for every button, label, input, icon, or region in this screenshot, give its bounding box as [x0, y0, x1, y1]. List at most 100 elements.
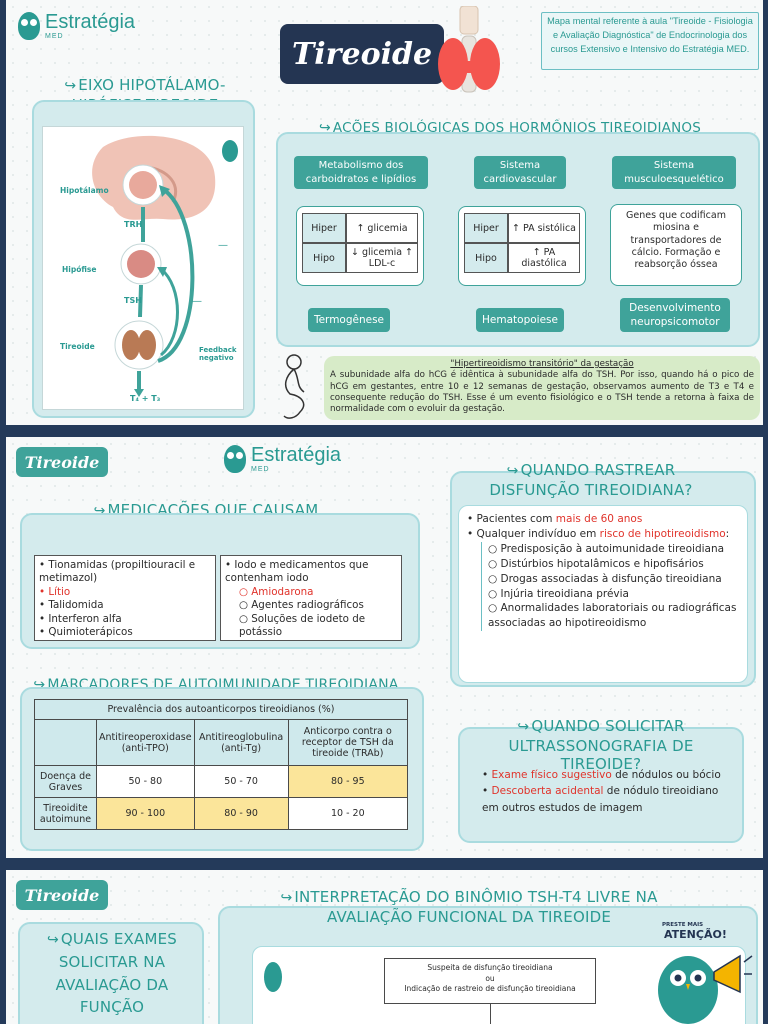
interpretation-title: ↪Interpretação do binômio TSH-T4 livre n… [280, 888, 658, 926]
hiper-value: ↑ glicemia [346, 213, 418, 243]
axis-diagram [42, 126, 244, 410]
med-item: Interferon alfa [39, 613, 211, 626]
table-header: Prevalência dos autoanticorpos tireoidia… [34, 699, 408, 720]
row-label-autoimmune: Tireoidite autoimune [34, 797, 97, 830]
hipo-value: ↑ PA diastólica [508, 243, 580, 273]
curved-arrow-icon: ↪ [517, 719, 530, 735]
owl-mascot-icon [264, 962, 282, 992]
cell-value: 80 - 95 [287, 765, 409, 798]
med-item: Tionamidas (propiltiouracil e metimazol) [39, 559, 211, 586]
label-hipotalamo: Hipotálamo [60, 186, 109, 195]
med-item-lithium: Lítio [39, 586, 211, 599]
pregnant-woman-icon [283, 354, 305, 419]
meds-left-list: Tionamidas (propiltiouracil e metimazol)… [34, 555, 216, 641]
gestation-box: "Hipertireoidismo transitório" da gestaç… [324, 356, 760, 420]
screening-list: Pacientes com mais de 60 anos Qualquer i… [458, 505, 748, 683]
thyroid-illustration [438, 6, 500, 93]
page-3: Tireoide ↪Quais exames solicitar na aval… [6, 870, 763, 1024]
col-anti-tpo: Antitireoperoxidase (anti-TPO) [96, 719, 195, 766]
flow-connector [490, 1004, 491, 1024]
hiper-value: ↑ PA sistólica [508, 213, 580, 243]
label-t4-t3: T₄ + T₃ [130, 394, 161, 403]
med-item: Quimioterápicos [39, 626, 211, 639]
hematopoiese-chip: Hematopoiese [476, 308, 564, 333]
termogenese-chip: Termogênese [308, 308, 390, 333]
iodine-item: Iodo e medicamentos que contenham iodo [225, 559, 397, 586]
cell-value: 10 - 20 [287, 797, 409, 830]
owl-icon [224, 445, 246, 473]
meds-right-list: Iodo e medicamentos que contenham iodo A… [220, 555, 402, 641]
exams-panel [18, 922, 204, 1024]
label-feedback: Feedback negativo [199, 346, 237, 363]
col-trab: Anticorpo contra o receptor de TSH da ti… [287, 719, 409, 766]
title-badge: Tireoide [280, 24, 444, 84]
curved-arrow-icon: ↪ [93, 503, 106, 519]
curved-arrow-icon: ↪ [280, 890, 293, 906]
us-item-incidental: Descoberta acidental de nódulo tireoidia… [482, 783, 732, 816]
metabolism-table: Hiper ↑ glicemia Hipo ↓ glicemia ↑ LDL-c [296, 206, 424, 286]
risk-sub-item: Distúrbios hipotalâmicos e hipofisários [488, 557, 739, 572]
iodine-sub-item: Soluções de iodeto de potássio [239, 613, 397, 640]
risk-sub-item: Anormalidades laboratoriais ou radiográf… [488, 601, 739, 631]
label-trh: TRH [124, 220, 143, 229]
cell-value: 90 - 100 [96, 797, 195, 830]
amiodarone-item: Amiodarona [239, 586, 397, 599]
gestation-title: "Hipertireoidismo transitório" da gestaç… [450, 359, 634, 369]
cell-value: 50 - 70 [193, 765, 289, 798]
hipo-label: Hipo [464, 243, 508, 273]
heading-musculoskeletal: Sistema musculoesquelético [612, 156, 736, 189]
screen-item-age: Pacientes com mais de 60 anos [467, 512, 739, 527]
col-anti-tg: Antitireoglobulina (anti-Tg) [193, 719, 289, 766]
curved-arrow-icon: ↪ [33, 677, 46, 693]
autoantibody-table: Prevalência dos autoanticorpos tireoidia… [34, 699, 409, 830]
flow-start-box: Suspeita de disfunção tireoidiana ou Ind… [384, 958, 596, 1004]
musculoskeletal-box: Genes que codificam miosina e transporta… [610, 204, 742, 286]
hiper-label: Hiper [464, 213, 508, 243]
owl-mascot-icon [222, 140, 238, 162]
tireoide-badge: Tireoide [16, 447, 108, 477]
minus-sign-2: — [192, 296, 202, 307]
hypothalamus-pituitary-thyroid-diagram [92, 135, 216, 397]
label-tsh: TSH [124, 296, 142, 305]
screening-title: ↪Quando rastrear disfunção tireoidiana? [489, 461, 693, 499]
curved-arrow-icon: ↪ [318, 120, 331, 136]
cell-value: 50 - 80 [96, 765, 195, 798]
owl-megaphone-icon [658, 954, 753, 1024]
ultrasound-title: ↪Quando solicitar ultrassonografia de ti… [508, 717, 694, 774]
screen-item-risk: Qualquer indivíduo em risco de hipotireo… [467, 527, 739, 542]
curved-arrow-icon: ↪ [506, 463, 519, 479]
exams-title: ↪Quais exames solicitar na avaliação da … [46, 930, 178, 1016]
empty-header-cell [34, 719, 97, 766]
hipo-value: ↓ glicemia ↑ LDL-c [346, 243, 418, 273]
attention-small: PRESTE MAIS [662, 922, 704, 928]
attention-big: ATENÇÃO! [664, 928, 727, 941]
heading-cardiovascular: Sistema cardiovascular [474, 156, 566, 189]
minus-sign-1: — [218, 240, 228, 251]
hiper-label: Hiper [302, 213, 346, 243]
row-label-graves: Doença de Graves [34, 765, 97, 798]
cardiovascular-table: Hiper ↑ PA sistólica Hipo ↑ PA diastólic… [458, 206, 586, 286]
iodine-sub-item: Agentes radiográficos [239, 599, 397, 612]
risk-sub-item: Injúria tireoidiana prévia [488, 587, 739, 602]
cell-value: 80 - 90 [193, 797, 289, 830]
curved-arrow-icon: ↪ [46, 932, 59, 948]
heading-metabolism: Metabolismo dos carboidratos e lipídios [294, 156, 428, 189]
risk-sub-item: Predisposição à autoimunidade tireoidian… [488, 542, 739, 557]
label-tireoide: Tireoide [60, 342, 95, 351]
owl-icon [18, 12, 40, 40]
ultrasound-list: Exame físico sugestivo de nódulos ou bóc… [482, 767, 732, 816]
risk-sub-item: Drogas associadas à disfunção tireoidian… [488, 572, 739, 587]
neurodevelopment-chip: Desenvolvimento neuropsicomotor [620, 298, 730, 333]
curved-arrow-icon: ↪ [64, 78, 77, 94]
label-hipofise: Hipófise [62, 265, 97, 274]
gestation-body: A subunidade alfa do hCG é idêntica à su… [330, 370, 754, 415]
us-item-exam: Exame físico sugestivo de nódulos ou bóc… [482, 767, 732, 783]
tireoide-badge: Tireoide [16, 880, 108, 910]
hipo-label: Hipo [302, 243, 346, 273]
intro-box: Mapa mental referente à aula "Tireoide -… [541, 12, 759, 70]
med-item: Talidomida [39, 599, 211, 612]
